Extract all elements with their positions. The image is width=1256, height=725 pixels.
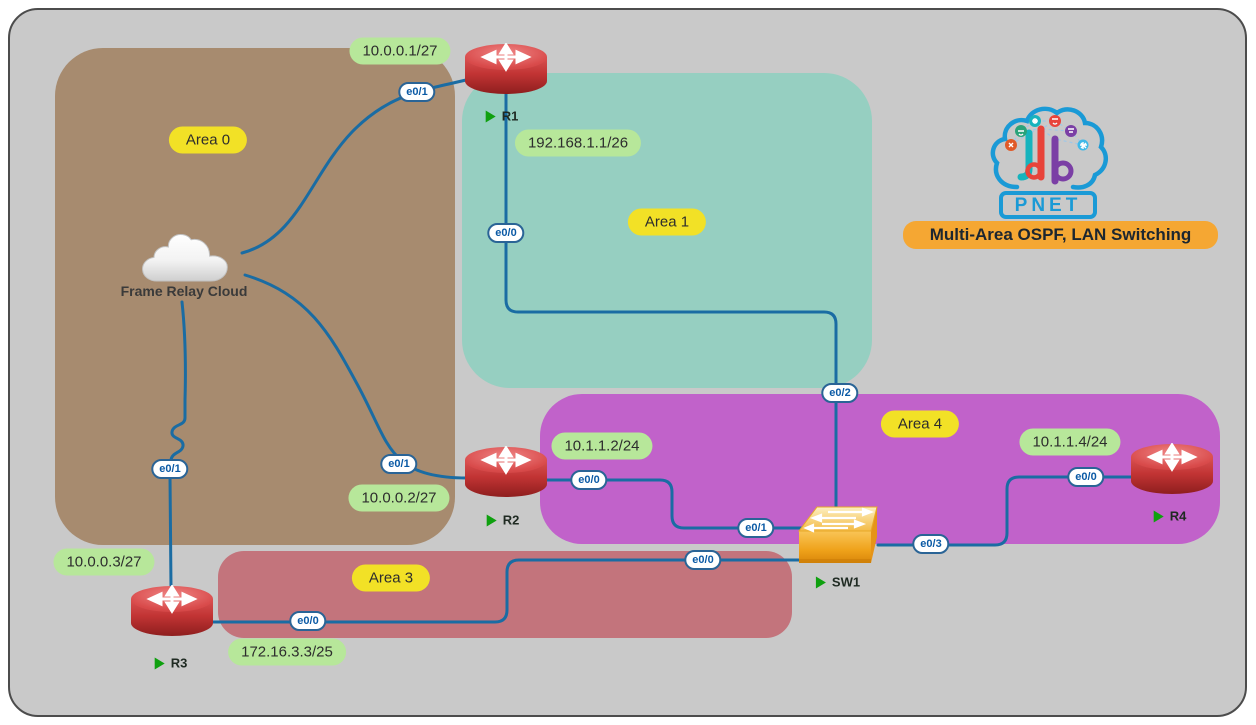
ip-label-r3-wan: 10.0.0.3/27 bbox=[53, 548, 155, 576]
if-label-r3-e0-1: e0/1 bbox=[151, 459, 189, 479]
logo-pnet-text: PNET bbox=[1015, 195, 1082, 216]
logo-network-dots bbox=[1005, 115, 1089, 151]
node-label-r3: R3 bbox=[154, 655, 188, 671]
router-icon bbox=[1131, 442, 1213, 494]
if-label-sw1-e0-0: e0/0 bbox=[684, 550, 722, 570]
logo-pnet-box bbox=[999, 191, 1097, 219]
if-label-r3-e0-0: e0/0 bbox=[289, 611, 327, 631]
logo-cloud-outline bbox=[990, 106, 1109, 190]
node-label-r1: R1 bbox=[485, 108, 519, 124]
play-triangle-icon bbox=[154, 657, 165, 669]
switch-sw1[interactable] bbox=[798, 503, 882, 572]
link-sw1-r3 bbox=[204, 558, 808, 624]
link-r1-sw1 bbox=[504, 92, 838, 514]
node-label-r2: R2 bbox=[486, 512, 520, 528]
if-label-sw1-e0-3: e0/3 bbox=[912, 534, 950, 554]
switch-icon bbox=[798, 506, 878, 563]
if-label-r1-e0-1: e0/1 bbox=[398, 82, 436, 102]
area-3-label: Area 3 bbox=[351, 564, 431, 592]
ip-label-r3-lan: 172.16.3.3/25 bbox=[228, 638, 346, 666]
link-r2-sw1 bbox=[544, 478, 806, 530]
if-label-r2-e0-0: e0/0 bbox=[570, 470, 608, 490]
area-0-label: Area 0 bbox=[168, 126, 248, 154]
frame-relay-cloud[interactable] bbox=[141, 232, 229, 291]
link-cloud-r1 bbox=[240, 78, 468, 255]
node-label-sw1: SW1 bbox=[815, 574, 861, 590]
node-name: R2 bbox=[502, 512, 520, 528]
if-label-r2-e0-1: e0/1 bbox=[380, 454, 418, 474]
area-4-label: Area 4 bbox=[880, 410, 960, 438]
node-name: R1 bbox=[501, 108, 519, 124]
cloud-icon bbox=[142, 233, 228, 282]
node-label-r4: R4 bbox=[1153, 508, 1187, 524]
pnetlab-logo-graphic: PNET bbox=[990, 106, 1109, 219]
ip-label-r1-wan: 10.0.0.1/27 bbox=[349, 37, 451, 65]
node-name: SW1 bbox=[831, 574, 861, 590]
router-r4[interactable] bbox=[1131, 442, 1213, 500]
play-triangle-icon bbox=[485, 110, 496, 122]
if-label-sw1-e0-2: e0/2 bbox=[821, 383, 859, 403]
ip-label-r2-wan: 10.0.0.2/27 bbox=[348, 484, 450, 512]
if-label-r4-e0-0: e0/0 bbox=[1067, 467, 1105, 487]
cloud-label: Frame Relay Cloud bbox=[120, 283, 248, 299]
title-banner: Multi-Area OSPF, LAN Switching bbox=[903, 221, 1218, 249]
pnetlab-logo: PNET bbox=[983, 97, 1113, 224]
node-name: R4 bbox=[1169, 508, 1187, 524]
router-r2[interactable] bbox=[465, 445, 547, 503]
logo-lab-letters bbox=[1017, 125, 1074, 185]
router-r3[interactable] bbox=[131, 584, 213, 642]
ip-label-r2-lan: 10.1.1.2/24 bbox=[551, 432, 653, 460]
link-cloud-r2 bbox=[243, 273, 469, 480]
play-triangle-icon bbox=[486, 514, 497, 526]
link-cloud-r3 bbox=[168, 300, 187, 590]
node-name: R3 bbox=[170, 655, 188, 671]
area-4-region bbox=[540, 394, 1220, 544]
if-label-r1-e0-0: e0/0 bbox=[487, 223, 525, 243]
router-icon bbox=[465, 445, 547, 497]
router-icon bbox=[465, 42, 547, 94]
play-triangle-icon bbox=[1153, 510, 1164, 522]
ip-label-r1-lan: 192.168.1.1/26 bbox=[514, 129, 642, 157]
play-triangle-icon bbox=[815, 576, 826, 588]
area-1-label: Area 1 bbox=[627, 208, 707, 236]
router-r1[interactable] bbox=[465, 42, 547, 100]
ip-label-r4-lan: 10.1.1.4/24 bbox=[1019, 428, 1121, 456]
if-label-sw1-e0-1: e0/1 bbox=[737, 518, 775, 538]
router-icon bbox=[131, 584, 213, 636]
link-sw1-r4 bbox=[876, 475, 1138, 547]
